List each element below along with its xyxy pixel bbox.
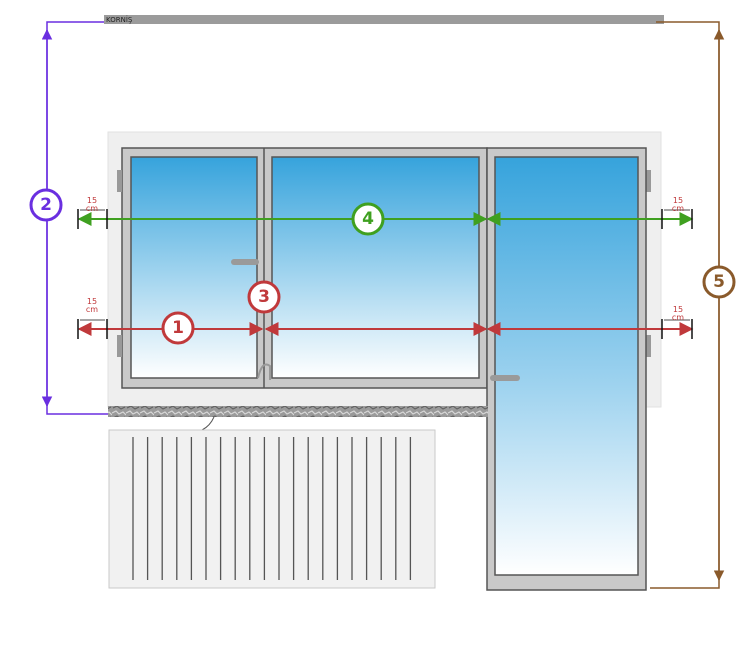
offset-bottom-right: 15 cm bbox=[661, 305, 693, 339]
offset-value: 15 bbox=[87, 297, 97, 306]
balcony-door bbox=[486, 147, 647, 591]
measurement-4-number: 4 bbox=[362, 209, 374, 229]
window-sill bbox=[108, 406, 488, 417]
offset-value: 15 bbox=[87, 196, 97, 205]
radiator bbox=[108, 429, 436, 589]
offset-unit: cm bbox=[86, 204, 98, 213]
door-handle bbox=[490, 375, 520, 381]
measurement-1-number: 1 bbox=[172, 318, 184, 338]
measurement-4: 4 bbox=[77, 202, 694, 236]
measurement-1: 1 bbox=[77, 311, 694, 345]
offset-unit: cm bbox=[672, 204, 684, 213]
hinge-right-top bbox=[646, 170, 651, 192]
curtain-rail: KORNİŞ bbox=[104, 15, 664, 24]
window-pane-left bbox=[130, 156, 258, 379]
measurement-5-number: 5 bbox=[713, 272, 725, 292]
rail-label: KORNİŞ bbox=[106, 15, 133, 24]
measurement-2: 2 bbox=[29, 21, 108, 415]
window bbox=[121, 147, 488, 389]
window-pane-middle bbox=[271, 156, 480, 379]
window-handle bbox=[231, 259, 259, 265]
offset-unit: cm bbox=[672, 313, 684, 322]
offset-unit: cm bbox=[86, 305, 98, 314]
door-glass bbox=[494, 156, 639, 576]
offset-top-left: 15 cm bbox=[77, 196, 108, 229]
hinge-left-top bbox=[117, 170, 122, 192]
hinge-right-bottom bbox=[646, 335, 651, 357]
offset-bottom-left: 15 cm bbox=[77, 297, 108, 339]
measurement-3-number: 3 bbox=[258, 287, 270, 307]
measurement-5: 5 bbox=[650, 21, 736, 589]
pipe bbox=[201, 416, 215, 431]
offset-top-right: 15 cm bbox=[661, 196, 693, 229]
offset-value: 15 bbox=[673, 305, 683, 314]
offset-value: 15 bbox=[673, 196, 683, 205]
hinge-left-bottom bbox=[117, 335, 122, 357]
measurement-3: 3 bbox=[247, 280, 281, 314]
measurement-2-number: 2 bbox=[40, 195, 52, 215]
